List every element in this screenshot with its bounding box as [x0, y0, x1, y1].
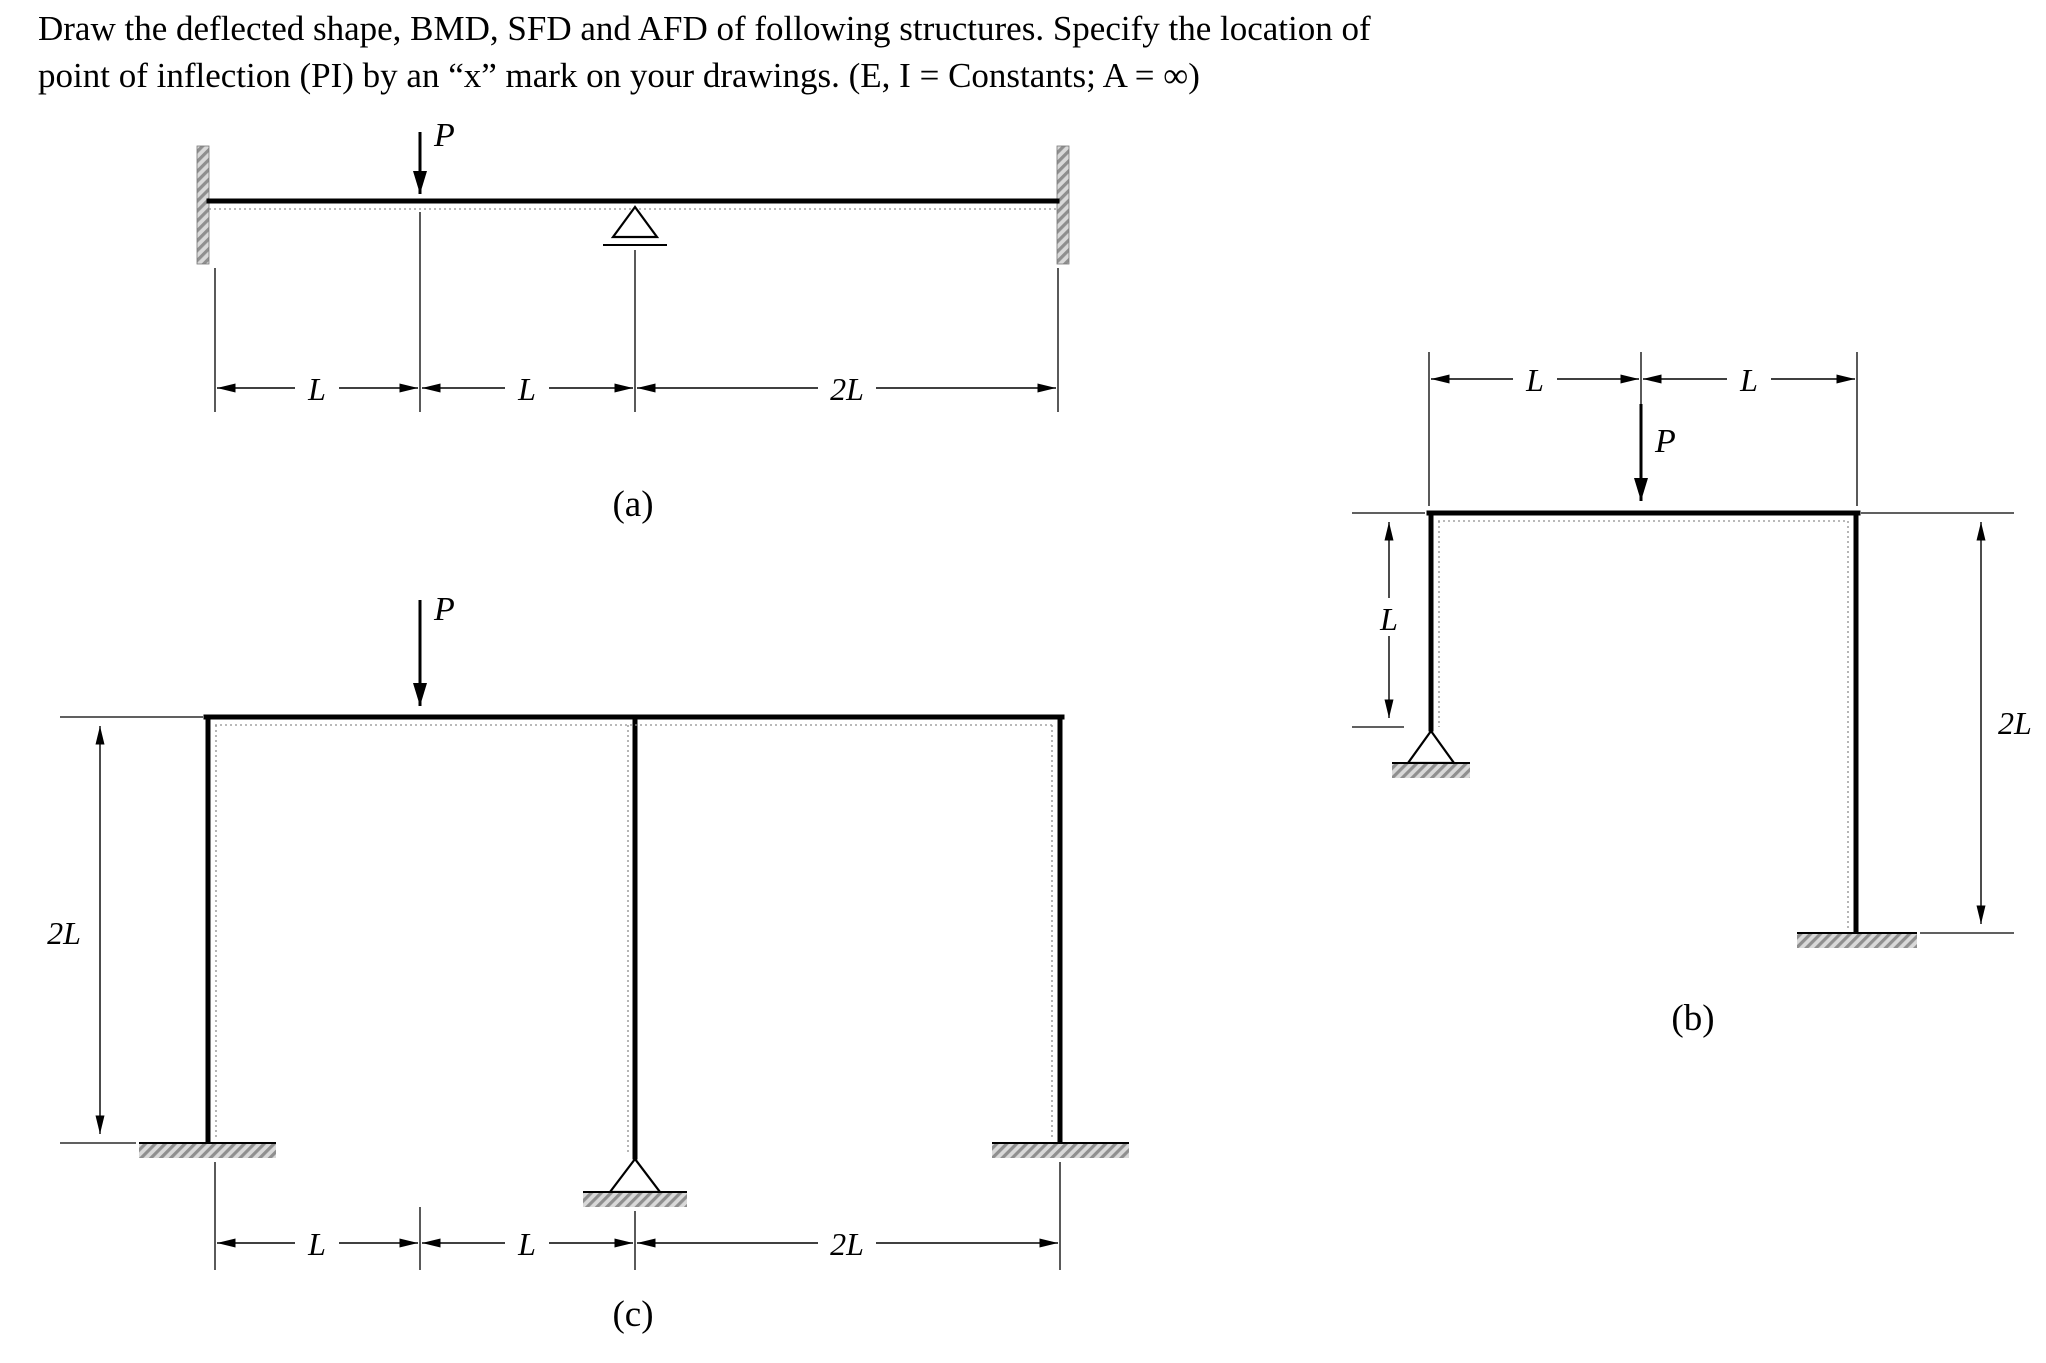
- dim-label-bg: [295, 368, 339, 406]
- dim-label-bg: [505, 1223, 549, 1261]
- fixed-support-ground: [139, 1143, 276, 1158]
- pin-support: [607, 1157, 663, 1194]
- dim-label: 2L: [47, 915, 81, 951]
- problem-statement-line2: point of inflection (PI) by an “x” mark …: [38, 55, 1200, 95]
- problem-statement-line1: Draw the deflected shape, BMD, SFD and A…: [38, 9, 1371, 48]
- dim-label-bg: [818, 368, 876, 406]
- dim-label: L: [1379, 601, 1398, 637]
- fixed-wall-right: [1056, 145, 1070, 265]
- dim-label: L: [1739, 362, 1758, 398]
- dim-label: 2L: [830, 1226, 864, 1262]
- load-label: P: [433, 117, 455, 154]
- dim-label: 2L: [1998, 705, 2032, 741]
- caption: (b): [1671, 998, 1714, 1039]
- structure-a: P L L 2L (a): [196, 117, 1070, 525]
- dim-label-bg: [295, 1223, 339, 1261]
- problem-statement: Draw the deflected shape, BMD, SFD and A…: [38, 6, 1371, 100]
- dim-label-bg: [1367, 598, 1411, 636]
- pin-support: [610, 205, 660, 239]
- load-label: P: [1654, 423, 1676, 460]
- pin-support-ground: [1392, 763, 1470, 778]
- dim-label: L: [517, 371, 536, 407]
- load-label: P: [433, 591, 455, 628]
- dim-label: L: [307, 1226, 326, 1262]
- dim-label-bg: [818, 1223, 876, 1261]
- dim-label: L: [307, 371, 326, 407]
- dim-label: L: [1525, 362, 1544, 398]
- pin-support-ground: [583, 1192, 687, 1207]
- structure-b: L L P L 2L (b): [1352, 352, 2032, 1039]
- caption: (a): [612, 484, 653, 525]
- dim-label: 2L: [830, 371, 864, 407]
- dim-label-bg: [1727, 359, 1771, 397]
- pin-support: [1405, 729, 1457, 765]
- dim-label-bg: [505, 368, 549, 406]
- caption: (c): [612, 1294, 653, 1335]
- fixed-wall-left: [196, 145, 210, 265]
- fixed-support-ground: [992, 1143, 1129, 1158]
- dim-label-bg: [1513, 359, 1557, 397]
- dim-label: L: [517, 1226, 536, 1262]
- fixed-support-ground: [1797, 933, 1917, 948]
- structure-c: P 2L: [47, 591, 1129, 1335]
